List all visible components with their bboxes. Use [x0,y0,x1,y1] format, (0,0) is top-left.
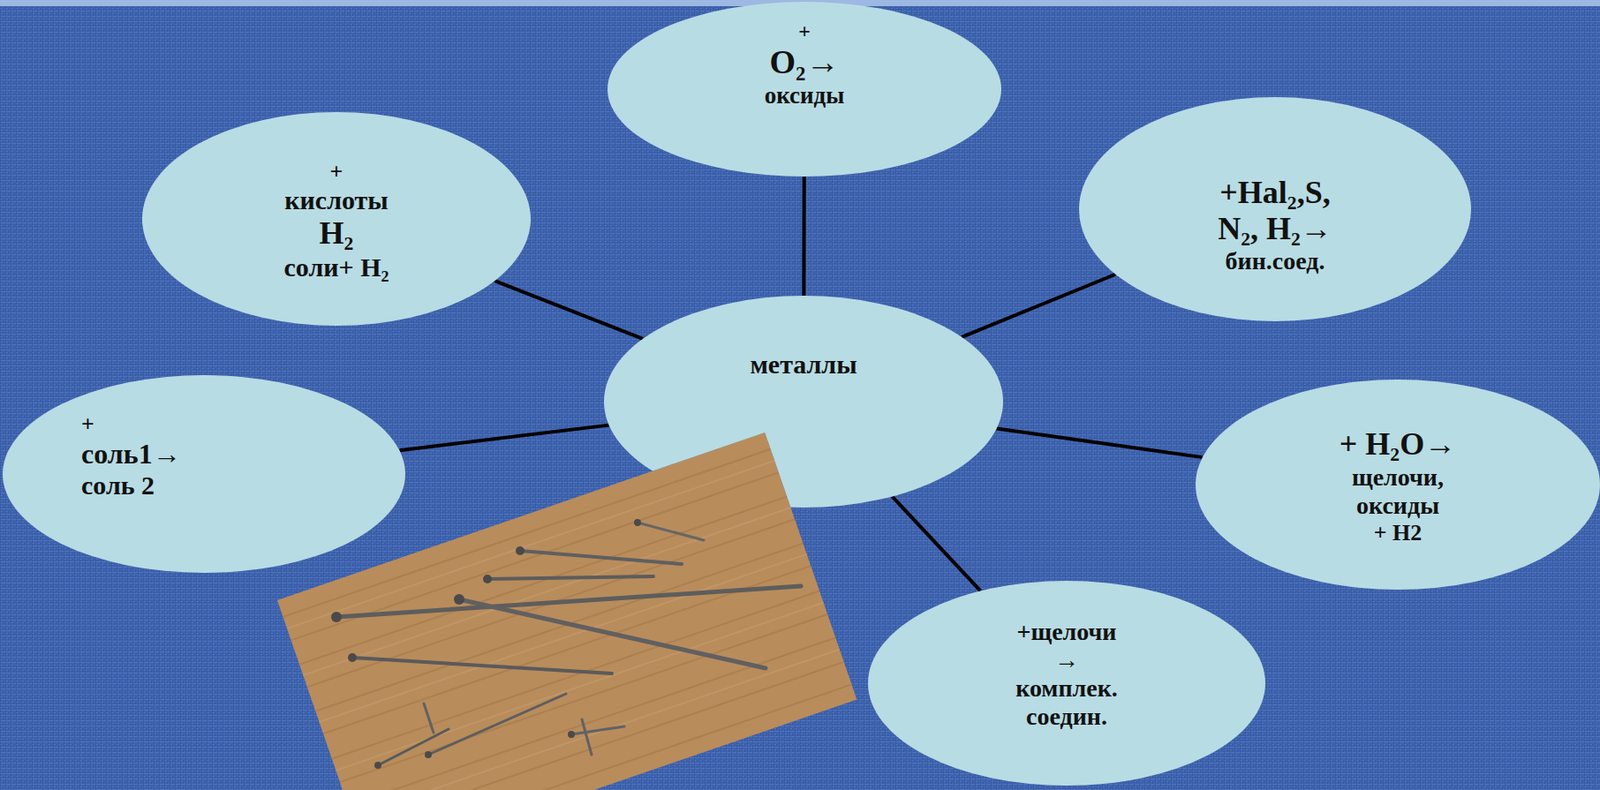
nail [581,719,592,755]
nail-head [453,594,465,605]
reaction-text: + [81,411,95,438]
reaction-text: комплек. [1015,674,1118,703]
connector-line [891,497,981,592]
metal-reaction-circle: металлы [603,295,1004,508]
connector-line [961,274,1116,338]
metal-reaction-circle: + H₂O→щелочи,оксиды+ H2 [1195,379,1600,590]
nail-head [567,731,575,739]
reaction-text: щелочи, [1351,463,1444,492]
circle-fill [2,375,406,574]
nail [377,729,449,766]
nail [571,726,625,735]
circle-content: + H₂O→щелочи,оксиды+ H2 [1195,381,1600,592]
reaction-text: соль 2 [81,470,155,502]
circle-fill [1079,97,1472,322]
circle-content: +кислотыH₂соли+ H₂ [142,113,531,328]
circle-content: +соль1→соль 2 [2,357,406,556]
reaction-text: H₂ [319,215,355,252]
nails [331,519,801,770]
nail-head [633,519,642,527]
circle-content: +O₂→оксиды [607,0,1002,152]
reaction-text: N₂, H₂→ [1217,211,1333,248]
reaction-text: + H2 [1373,520,1423,547]
nail [637,522,704,541]
connector-line [494,280,643,340]
metal-reaction-circle: +щелочи→комплек.соедин. [867,581,1266,786]
circle-content: +Hal₂,S,N₂, H₂→бин.соед. [1079,113,1472,338]
circle-fill [607,1,1002,177]
nail [520,550,682,565]
reaction-text: соли+ H₂ [284,252,390,284]
metal-reaction-circle: +кислотыH₂соли+ H₂ [142,112,531,326]
nail-head [515,546,525,556]
circle-fill [603,295,1004,508]
nail [336,586,801,618]
nail [459,599,766,669]
reaction-text: + [330,158,344,186]
nail [423,703,434,733]
nail [352,657,612,674]
reaction-text: +щелочи [1017,618,1117,647]
circle-content: металлы [603,258,1004,471]
metal-reaction-circle: +Hal₂,S,N₂, H₂→бин.соед. [1079,97,1472,322]
nail-head [347,653,357,663]
reaction-text: → [1054,646,1080,675]
reaction-text: кислоты [284,185,388,217]
nail [428,694,567,755]
circle-fill [142,112,531,326]
connector-line [801,176,806,296]
reaction-text: + [798,19,811,45]
reaction-text: металлы [749,349,857,381]
nail-head [331,611,342,623]
nail-head [424,751,432,759]
reaction-text: бин.соед. [1225,247,1326,276]
circle-content: +щелочи→комплек.соедин. [867,572,1266,778]
metal-reaction-circle: +O₂→оксиды [607,1,1002,177]
reaction-text: O₂→ [769,43,840,83]
connector-line [996,429,1203,459]
reaction-text: оксиды [1356,491,1440,521]
metal-reaction-circle: +соль1→соль 2 [2,375,406,574]
reaction-text: + H₂O→ [1339,426,1457,463]
circle-outline [603,295,1004,508]
nail-head [483,574,492,584]
circle-outline [2,375,406,574]
reaction-text: соедин. [1026,702,1108,732]
reaction-text: +Hal₂,S, [1219,174,1330,212]
circle-fill [1195,379,1600,590]
nail-head [374,762,382,770]
reaction-text: оксиды [764,82,846,110]
nail [487,576,654,580]
reaction-text: соль1→ [81,437,182,471]
circle-fill [867,581,1266,786]
connector-line [399,425,609,452]
